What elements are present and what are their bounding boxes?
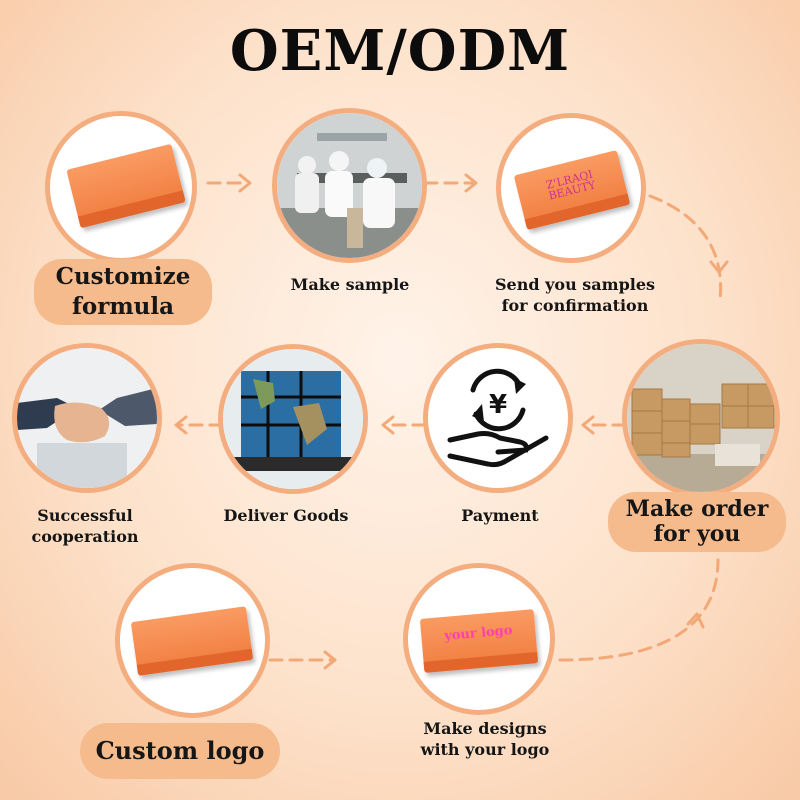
arrowhead-4-5 (581, 415, 595, 435)
step-customize-formula-label: Customize formula (34, 259, 212, 325)
step-make-order-image (622, 339, 780, 497)
orange-palette-image (66, 143, 186, 229)
page-title: OEM/ODM (229, 18, 571, 84)
step-make-sample-image (272, 108, 427, 263)
arrowhead-1-2 (238, 173, 252, 193)
step-make-designs-image: your logo (403, 563, 555, 715)
step-make-designs-label: Make designs with your logo (420, 719, 550, 759)
arrowhead-2-3 (464, 173, 478, 193)
yen-hand-icon: ¥ (447, 368, 549, 468)
step-deliver-goods-image (218, 344, 368, 494)
step-send-samples-image: Z'LRAQI BEAUTY (496, 113, 646, 263)
arrowhead-6-7 (174, 415, 188, 435)
step-payment-label: Payment (461, 506, 539, 525)
your-logo-text: your logo (443, 623, 514, 644)
step-send-samples-label: Send you samples for confirmation (494, 275, 656, 315)
arrow-9-4 (558, 558, 720, 662)
arrowhead-3-4 (709, 260, 729, 274)
branded-palette-image: Z'LRAQI BEAUTY (513, 150, 631, 230)
arrowhead-5-6 (381, 415, 395, 435)
globe-cargo-image (223, 349, 363, 489)
logo-palette-image: your logo (419, 609, 539, 673)
step-cooperation-image (12, 343, 162, 493)
step-cooperation-label: Successful cooperation (31, 506, 139, 546)
step-custom-logo-label: Custom logo (80, 723, 280, 779)
factory-workers-image (277, 113, 422, 258)
step-deliver-goods-label: Deliver Goods (223, 506, 349, 525)
orange-palette-image (130, 606, 254, 676)
yen-symbol: ¥ (489, 390, 507, 420)
handshake-image (17, 348, 157, 488)
step-payment-image: ¥ (423, 343, 573, 493)
step-custom-logo-image (115, 563, 270, 718)
arrowhead-9-4 (686, 612, 705, 629)
step-make-order-label: Make order for you (608, 492, 786, 552)
warehouse-boxes-image (627, 344, 775, 492)
step-make-sample-label: Make sample (290, 275, 410, 294)
arrowhead-8-9 (323, 650, 337, 670)
arrow-3-4 (648, 194, 723, 302)
step-customize-formula-image (45, 111, 197, 263)
